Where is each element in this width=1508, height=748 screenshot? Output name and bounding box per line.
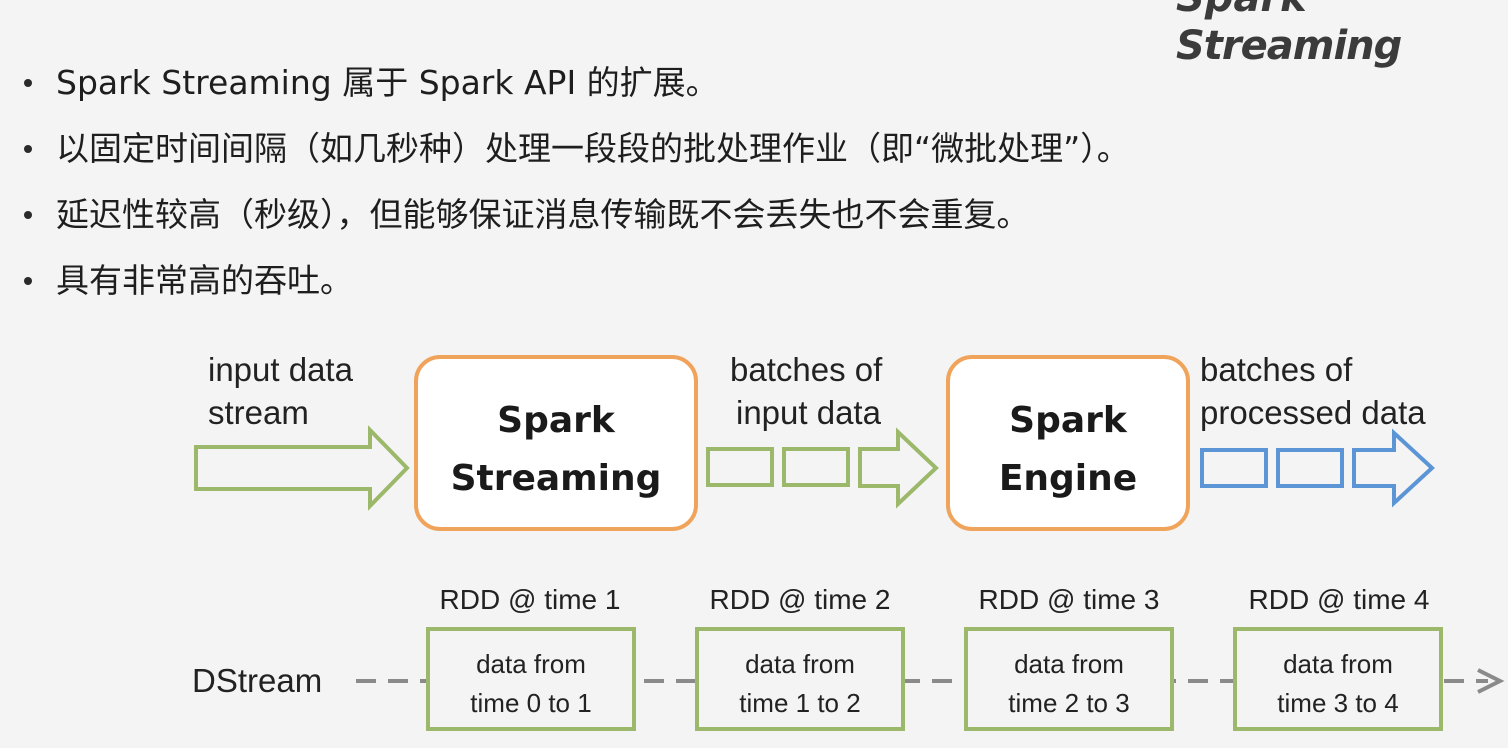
bullet-dot-icon (24, 79, 32, 87)
rdd-content-line2: time 3 to 4 (1277, 688, 1398, 718)
input-data-label-line2: stream (208, 394, 309, 431)
processed-batch-block (1276, 448, 1344, 488)
rdd-content-line1: data from (1014, 649, 1124, 679)
bullet-item: 以固定时间间隔（如几秒种）处理一段段的批处理作业（即“微批处理”）。 (20, 116, 1130, 182)
bullet-item: Spark Streaming 属于 Spark API 的扩展。 (20, 50, 1130, 116)
dstream-label: DStream (192, 662, 322, 699)
spark-streaming-title-line1: Spark (497, 400, 616, 441)
bullet-item: 具有非常高的吞吐。 (20, 248, 1130, 314)
bullet-dot-icon (24, 277, 32, 285)
batches-input-label-line2: input data (736, 394, 882, 431)
processed-label-line1: batches of (1200, 351, 1353, 388)
input-stream-arrow (194, 425, 410, 511)
spark-engine-box (946, 355, 1190, 531)
logo-spark-text: Spark (1176, 0, 1307, 18)
processed-batch-arrow (1352, 428, 1435, 508)
rdd-content-line2: time 1 to 2 (739, 688, 860, 718)
bullet-text: Spark Streaming 属于 Spark API 的扩展。 (56, 63, 719, 102)
bullet-text: 具有非常高的吞吐。 (56, 261, 353, 300)
rdd-box (426, 627, 636, 731)
bullet-dot-icon (24, 145, 32, 153)
batches-input-label-line1: batches of (730, 351, 883, 388)
spark-engine-title-line2: Engine (999, 458, 1137, 499)
input-batch-block (782, 447, 850, 487)
bullet-text: 以固定时间间隔（如几秒种）处理一段段的批处理作业（即“微批处理”）。 (56, 129, 1130, 168)
input-batch-block (706, 447, 774, 487)
rdd-box (964, 627, 1174, 731)
logo-streaming-text: Streaming (1176, 23, 1402, 69)
spark-streaming-logo: Spark Streaming (1176, 0, 1416, 78)
rdd-content-line1: data from (745, 649, 855, 679)
rdd-content-line1: data from (1283, 649, 1393, 679)
rdd-content-line1: data from (476, 649, 586, 679)
dstream-arrow-head-icon (1477, 668, 1505, 694)
rdd-box (695, 627, 905, 731)
bullet-text: 延迟性较高（秒级），但能够保证消息传输既不会丢失也不会重复。 (56, 195, 1030, 234)
rdd-title: RDD @ time 4 (1249, 584, 1430, 615)
bullet-item: 延迟性较高（秒级），但能够保证消息传输既不会丢失也不会重复。 (20, 182, 1130, 248)
rdd-title: RDD @ time 2 (710, 584, 891, 615)
rdd-title: RDD @ time 3 (979, 584, 1160, 615)
spark-engine-title-line1: Spark (1009, 400, 1128, 441)
bullet-dot-icon (24, 211, 32, 219)
processed-batch-block (1200, 448, 1268, 488)
input-data-label-line1: input data (208, 351, 354, 388)
rdd-title: RDD @ time 1 (440, 584, 621, 615)
rdd-content-line2: time 2 to 3 (1008, 688, 1129, 718)
spark-streaming-title-line2: Streaming (451, 458, 662, 499)
rdd-box (1233, 627, 1443, 731)
input-batch-arrow (858, 427, 939, 509)
bullet-list: Spark Streaming 属于 Spark API 的扩展。 以固定时间间… (20, 50, 1130, 314)
processed-label-line2: processed data (1200, 394, 1426, 431)
spark-streaming-box (414, 355, 698, 531)
rdd-content-line2: time 0 to 1 (470, 688, 591, 718)
